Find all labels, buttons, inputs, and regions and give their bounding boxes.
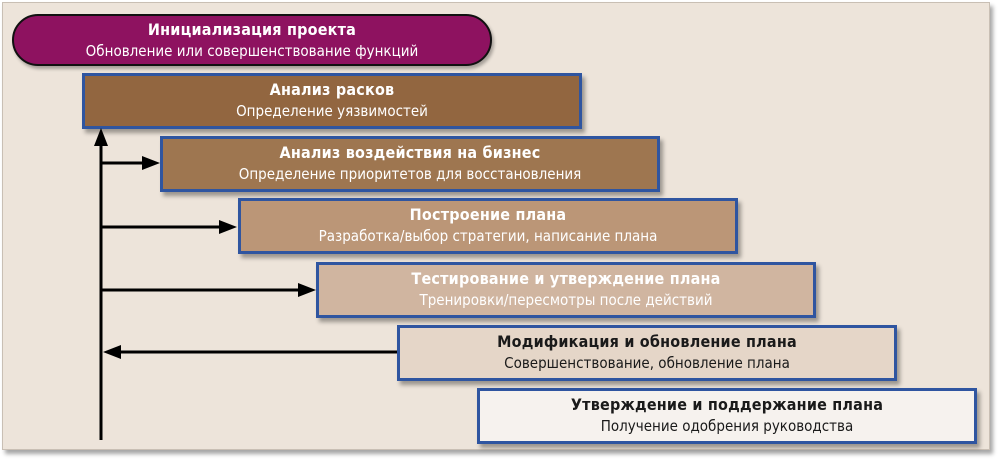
step-title: Анализ воздействия на бизнес (279, 143, 541, 162)
arrow-right-icon (298, 283, 316, 297)
initiation-title: Инициализация проекта (147, 20, 357, 39)
step-subtitle: Совершенствование, обновление плана (504, 354, 790, 372)
step-subtitle: Тренировки/пересмотры после действий (419, 291, 713, 309)
step-subtitle: Получение одобрения руководства (600, 417, 854, 435)
step-plan-modification: Модификация и обновление плана Совершенс… (397, 325, 897, 381)
step-subtitle: Определение уязвимостей (236, 102, 428, 120)
step-plan-approval: Утверждение и поддержание плана Получени… (477, 388, 977, 444)
step-risk-analysis: Анализ расков Определение уязвимостей (82, 73, 582, 129)
step-title: Тестирование и утверждение плана (411, 269, 721, 288)
step-plan-building: Построение плана Разработка/выбор страте… (238, 198, 738, 254)
step-title: Анализ расков (269, 80, 395, 99)
initiation-subtitle: Обновление или совершенствование функций (85, 42, 419, 60)
arrow-left-icon (103, 345, 121, 359)
step-plan-testing: Тестирование и утверждение плана Трениро… (316, 262, 816, 318)
step-business-impact: Анализ воздействия на бизнес Определение… (160, 136, 660, 192)
arrow-right-icon (142, 156, 160, 170)
step-title: Построение плана (409, 205, 567, 224)
step-title: Модификация и обновление плана (497, 332, 797, 351)
project-initiation: Инициализация проекта Обновление или сов… (12, 14, 492, 66)
step-title: Утверждение и поддержание плана (570, 395, 884, 414)
step-subtitle: Разработка/выбор стратегии, написание пл… (318, 227, 658, 245)
step-subtitle: Определение приоритетов для восстановлен… (238, 165, 582, 183)
arrow-right-icon (219, 220, 237, 234)
arrow-up-icon (94, 128, 108, 146)
